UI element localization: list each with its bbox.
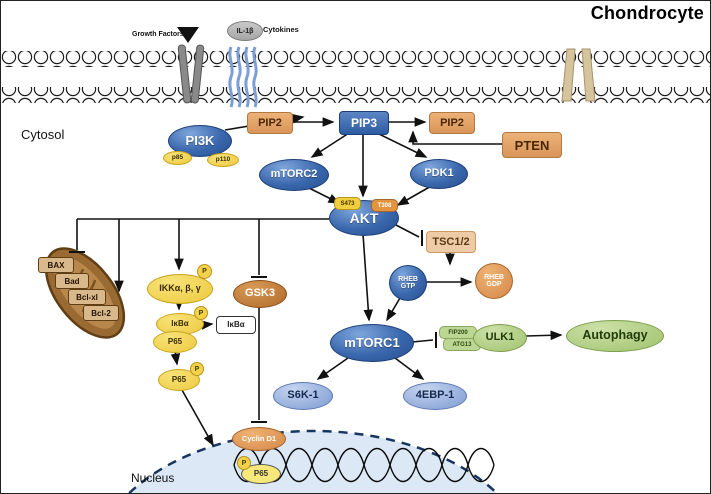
akt-t308-site: T308 [371, 199, 398, 212]
cyclin-d1-node: Cyclin D1 [232, 427, 286, 451]
p65-nucleus-phospho-icon: P [237, 456, 251, 470]
p65-complex-node: P65 [153, 331, 197, 353]
s6k1-node: S6K-1 [273, 382, 333, 410]
pip2-left-node: PIP2 [247, 112, 293, 134]
pdk1-node: PDK1 [410, 159, 468, 189]
gsk3-node: GSK3 [233, 280, 287, 308]
autophagy-node: Autophagy [566, 320, 664, 352]
rheb-gdp-node: RHEB GDP [475, 263, 513, 299]
ikba-free-node: IκBα [216, 316, 256, 334]
membrane-channel-icon [561, 48, 596, 102]
ulk1-node: ULK1 [473, 324, 527, 352]
growth-factor-receptor-icon [177, 27, 205, 104]
mtorc2-node: mTORC2 [259, 159, 329, 191]
bad-node: Bad [55, 273, 89, 289]
plasma-membrane [1, 51, 710, 103]
pip2-right-node: PIP2 [429, 112, 475, 134]
dna-helix-icon [233, 447, 495, 483]
cytokine-receptor-icon [228, 46, 258, 108]
figure-title: Chondrocyte [590, 3, 704, 23]
growth-factors-label: Growth Factors [132, 31, 184, 38]
rheb-gdp-line1: RHEB [484, 273, 504, 281]
ikk-node: IKKα, β, γ [147, 274, 213, 304]
ikk-phospho-icon: P [197, 264, 212, 279]
cytosol-label: Cytosol [21, 127, 65, 142]
p85-subunit: p85 [163, 151, 192, 165]
p65-free-node: P65 [158, 369, 200, 391]
4ebp1-node: 4EBP-1 [403, 382, 467, 410]
cytokines-label: Cytokines [263, 25, 299, 34]
tsc12-node: TSC1/2 [426, 231, 476, 253]
akt-s473-site: S473 [334, 197, 361, 210]
mtorc1-node: mTORC1 [330, 324, 414, 362]
ikba-phospho-icon: P [194, 306, 208, 320]
il1b-ligand: IL-1β [227, 21, 263, 41]
rheb-gtp-line1: RHEB [398, 275, 418, 283]
bax-node: BAX [38, 257, 74, 273]
rheb-gdp-line2: GDP [486, 281, 502, 288]
bcl2-node: Bcl-2 [83, 305, 119, 321]
p65-phospho-icon: P [190, 362, 204, 376]
rheb-gtp-node: RHEB GTP [389, 265, 427, 301]
pip3-node: PIP3 [339, 111, 389, 135]
pten-node: PTEN [502, 132, 562, 158]
bclxl-node: Bcl-xl [68, 289, 106, 305]
p110-subunit: p110 [207, 153, 239, 167]
rheb-gtp-line2: GTP [400, 283, 416, 290]
p65-nucleus-node: P65 [241, 464, 281, 484]
nucleus-label: Nucleus [131, 471, 175, 485]
